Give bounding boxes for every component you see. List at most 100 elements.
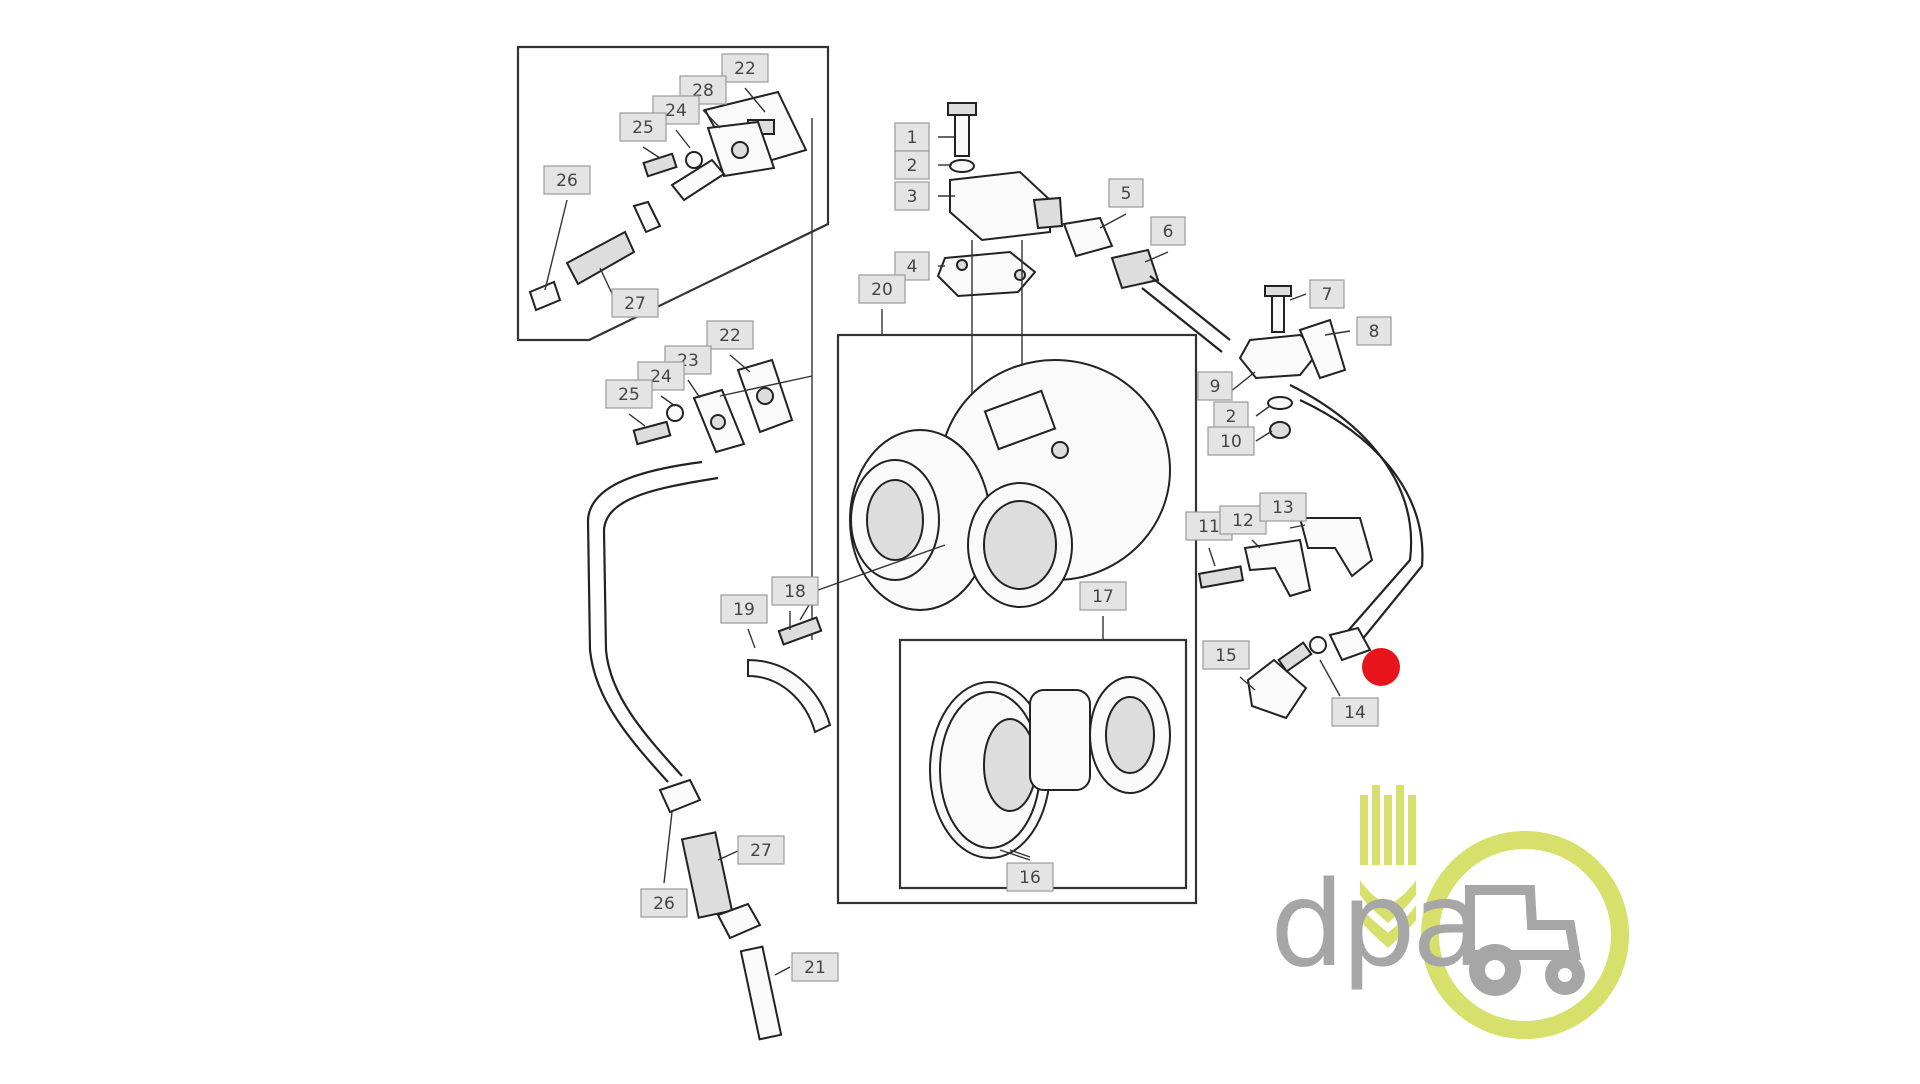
- callout-c25b: 25: [605, 379, 653, 427]
- callout-c26b: 26: [640, 811, 688, 918]
- bracket-assembly: [1197, 517, 1374, 598]
- callout-number: 12: [1232, 511, 1254, 531]
- callout-c12: 12: [1219, 505, 1267, 549]
- leader-line: [1255, 430, 1273, 442]
- inset-frame: [516, 45, 830, 342]
- leader-line: [1324, 330, 1351, 336]
- callout-number: 25: [632, 118, 654, 138]
- sensor-assembly: [1246, 636, 1327, 720]
- callout-c1: 1: [894, 122, 955, 152]
- callout-c25a: 25: [619, 112, 667, 159]
- callout-box: [706, 320, 754, 350]
- callout-c16: 16: [1006, 849, 1054, 892]
- callout-c2b: 2: [1213, 401, 1271, 431]
- callout-box: [1006, 862, 1054, 892]
- leader-line: [1255, 405, 1271, 417]
- leader-line: [702, 109, 721, 129]
- callout-box: [640, 888, 688, 918]
- callout-c7: 7: [1289, 279, 1345, 309]
- callout-c15: 15: [1202, 640, 1256, 691]
- leader-line: [663, 811, 673, 884]
- leader-line: [1208, 547, 1216, 567]
- callout-number: 19: [733, 600, 755, 620]
- callout-box: [543, 165, 591, 195]
- callout-number: 2: [1226, 407, 1237, 427]
- callout-box: [771, 576, 819, 606]
- leader-line: [660, 395, 676, 407]
- leader-line: [744, 87, 766, 113]
- dpa-logo: dpa: [1270, 785, 1670, 1045]
- callout-number: 5: [1121, 184, 1132, 204]
- leader-line: [1289, 524, 1306, 529]
- clamp-assembly: [747, 599, 832, 734]
- callout-box: [1309, 279, 1345, 309]
- callout-c6: 6: [1144, 216, 1186, 263]
- callout-c20: 20: [858, 274, 906, 335]
- adapter-21: [739, 945, 783, 1041]
- callout-number: 2: [907, 156, 918, 176]
- callout-number: 22: [719, 326, 741, 346]
- callout-number: 11: [1198, 517, 1220, 537]
- callout-number: 15: [1215, 646, 1237, 666]
- callout-number: 20: [871, 280, 893, 300]
- callout-c19: 19: [720, 594, 768, 649]
- leader-line: [544, 199, 568, 291]
- callout-box: [611, 288, 659, 318]
- callout-box: [894, 150, 930, 180]
- turbo-cartridge: [929, 676, 1171, 861]
- callout-box: [720, 594, 768, 624]
- callout-c8: 8: [1324, 316, 1392, 346]
- inset-assembly: [528, 90, 813, 640]
- callout-number: 26: [653, 894, 675, 914]
- callout-number: 4: [907, 257, 918, 277]
- callout-number: 14: [1344, 703, 1366, 723]
- callout-number: 3: [907, 187, 918, 207]
- callout-c26a: 26: [543, 165, 591, 291]
- flange-assembly: [632, 358, 813, 454]
- callout-c17: 17: [1079, 581, 1127, 640]
- oil-inlet-assembly: [936, 102, 1064, 400]
- callout-number: 6: [1163, 222, 1174, 242]
- leader-line: [1229, 371, 1256, 393]
- callout-number: 24: [650, 367, 672, 387]
- callout-box: [1331, 697, 1379, 727]
- callout-number: 18: [784, 582, 806, 602]
- callout-c2a: 2: [894, 150, 952, 180]
- callout-number: 13: [1272, 498, 1294, 518]
- callout-number: 22: [734, 59, 756, 79]
- callout-box: [737, 835, 785, 865]
- callout-box: [858, 274, 906, 304]
- callout-number: 24: [665, 101, 687, 121]
- callout-box: [1213, 401, 1249, 431]
- leader-line: [717, 849, 741, 861]
- callout-number: 17: [1092, 587, 1114, 607]
- callout-box: [1108, 178, 1144, 208]
- callout-number: 16: [1019, 868, 1041, 888]
- callout-number: 9: [1210, 377, 1221, 397]
- callout-box: [1202, 640, 1250, 670]
- leader-line: [642, 146, 661, 159]
- callout-number: 26: [556, 171, 578, 191]
- callout-c27b: 27: [717, 835, 785, 865]
- callout-number: 7: [1322, 285, 1333, 305]
- callout-box: [1150, 216, 1186, 246]
- oil-drain-pipe: [586, 460, 703, 783]
- callout-box: [605, 379, 653, 409]
- callout-box: [1259, 492, 1307, 522]
- callout-c3: 3: [894, 181, 955, 211]
- highlight-marker: [1362, 648, 1400, 686]
- callout-c9: 9: [1197, 371, 1256, 401]
- callout-c21: 21: [774, 952, 839, 982]
- logo-text: dpa: [1270, 855, 1484, 993]
- callout-c10: 10: [1207, 426, 1273, 456]
- callout-box: [1207, 426, 1255, 456]
- callout-c27a: 27: [599, 267, 659, 318]
- callout-number: 10: [1220, 432, 1242, 452]
- turbo-frame: [836, 333, 1198, 905]
- leader-line: [747, 628, 756, 649]
- leader-line: [1319, 659, 1341, 697]
- callout-box: [619, 112, 667, 142]
- callout-c13: 13: [1259, 492, 1307, 529]
